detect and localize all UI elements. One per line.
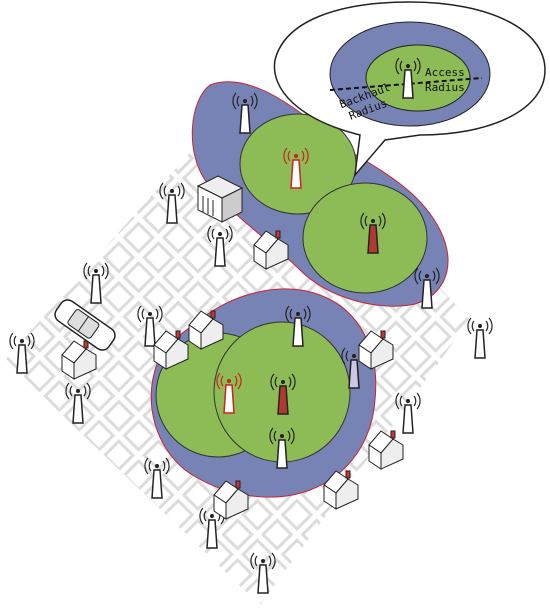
cell-tower-icon <box>341 347 367 389</box>
house-icon <box>61 340 97 380</box>
cell-tower-icon <box>9 332 35 374</box>
cell-tower-icon <box>467 317 493 359</box>
data-center-icon <box>196 175 244 223</box>
cell-tower-icon <box>65 382 91 424</box>
car-icon <box>54 299 116 351</box>
access-radius-label-2: Radius <box>425 81 465 94</box>
cell-tower-icon <box>216 372 242 414</box>
cell-tower-icon <box>199 507 225 549</box>
house-icon <box>153 330 189 370</box>
house-icon <box>323 470 359 510</box>
house-icon <box>368 430 404 470</box>
house-icon <box>253 230 289 270</box>
cell-tower-icon <box>285 305 311 347</box>
house-icon <box>188 310 224 350</box>
access-radius-label: Access <box>425 66 465 79</box>
cell-tower-icon <box>360 212 386 254</box>
cell-towers <box>9 57 493 594</box>
house-icon <box>358 330 394 370</box>
cell-tower-icon <box>395 392 421 434</box>
cell-tower-icon <box>137 305 163 347</box>
cell-tower-icon <box>270 373 296 415</box>
cell-tower-icon <box>250 552 276 594</box>
cell-tower-icon <box>232 92 258 134</box>
cell-tower-icon <box>159 182 185 224</box>
cell-tower-icon <box>83 262 109 304</box>
cell-tower-icon <box>269 427 295 469</box>
house-icon <box>213 480 249 520</box>
cell-tower-icon <box>414 267 440 309</box>
houses <box>61 230 404 520</box>
cell-tower-icon <box>395 57 421 99</box>
cell-tower-icon <box>207 225 233 267</box>
cell-tower-icon <box>283 147 309 189</box>
cell-tower-icon <box>144 457 170 499</box>
